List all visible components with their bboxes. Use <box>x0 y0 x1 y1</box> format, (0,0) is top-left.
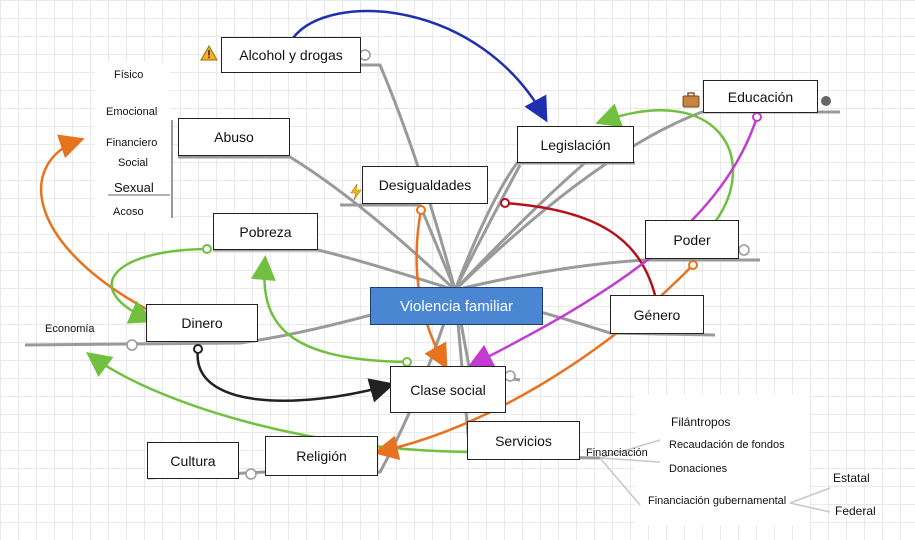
abuse-type-fisico[interactable]: Físico <box>114 69 144 81</box>
node-alcohol-y-drogas[interactable]: Alcohol y drogas <box>221 37 361 73</box>
branch-legislacion <box>453 161 635 291</box>
arrow-clase-pobreza <box>250 255 408 364</box>
abuse-type-sexual[interactable]: Sexual <box>114 180 154 195</box>
node-cultura[interactable]: Cultura <box>147 442 239 479</box>
central-topic[interactable]: Violencia familiar <box>370 287 543 325</box>
node-abuso[interactable]: Abuso <box>178 118 290 156</box>
funding-recaudacion[interactable]: Recaudación de fondos <box>669 439 785 451</box>
node-educacion[interactable]: Educación <box>703 80 818 113</box>
node-dinero[interactable]: Dinero <box>146 304 258 342</box>
node-religion[interactable]: Religión <box>265 436 378 476</box>
arrow-pobreza-dinero <box>110 247 208 324</box>
abuse-type-social[interactable]: Social <box>118 157 148 169</box>
branch-educacion <box>453 110 840 292</box>
branch-extra-1 <box>453 164 522 291</box>
abuse-type-emocional[interactable]: Emocional <box>106 106 158 118</box>
node-servicios[interactable]: Servicios <box>467 421 580 460</box>
lightning-icon <box>350 183 362 201</box>
arrow-servicios-economia <box>85 352 469 454</box>
node-clase-social[interactable]: Clase social <box>390 366 506 413</box>
gov-level-estatal[interactable]: Estatal <box>833 471 870 485</box>
arrow-dinero-financiero <box>39 134 149 312</box>
arrow-desigualdades-genero <box>504 201 657 296</box>
funding-donaciones[interactable]: Donaciones <box>669 463 728 475</box>
subtopic-economia[interactable]: Economía <box>45 323 95 335</box>
arrow-alcohol-legislacion <box>292 9 548 123</box>
node-desigualdades[interactable]: Desigualdades <box>362 166 488 204</box>
node-genero[interactable]: Género <box>610 295 704 334</box>
warning-icon <box>200 44 218 61</box>
branch-alcohol <box>222 63 457 291</box>
node-poder[interactable]: Poder <box>645 220 739 259</box>
briefcase-icon <box>682 92 700 108</box>
branch-abuso <box>178 155 457 292</box>
arrow-poder-legislacion <box>595 103 735 223</box>
branch-pobreza <box>213 248 456 292</box>
arrow-dinero-clase <box>196 348 395 403</box>
node-legislacion[interactable]: Legislación <box>517 126 634 163</box>
gov-level-federal[interactable]: Federal <box>835 504 876 518</box>
abuse-type-financiero[interactable]: Financiero <box>106 137 158 149</box>
branch-poder <box>454 258 760 292</box>
funding-gubernamental[interactable]: Financiación gubernamental <box>648 495 787 507</box>
subtopic-financiacion[interactable]: Financiación <box>586 447 648 459</box>
abuse-type-acoso[interactable]: Acoso <box>113 206 144 218</box>
branch-desigualdades <box>340 203 457 291</box>
funding-filantropos[interactable]: Filántropos <box>671 415 731 429</box>
node-pobreza[interactable]: Pobreza <box>213 213 318 250</box>
